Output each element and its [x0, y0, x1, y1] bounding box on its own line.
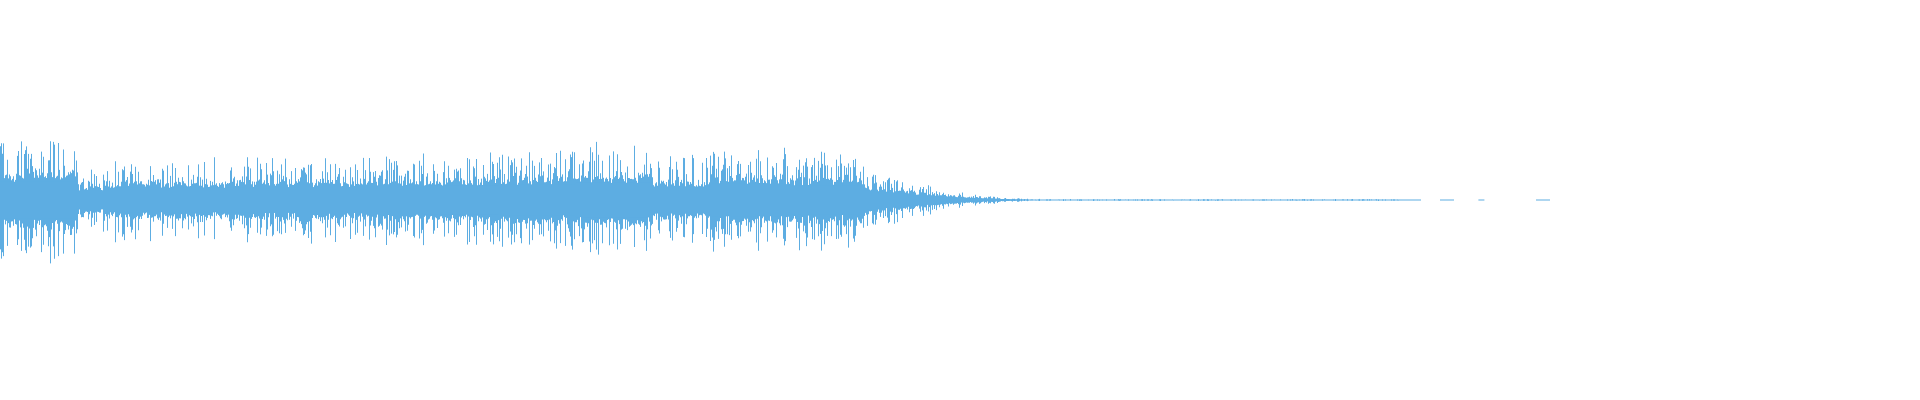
waveform-core — [0, 181, 1420, 219]
waveform-samples — [0, 141, 1550, 264]
